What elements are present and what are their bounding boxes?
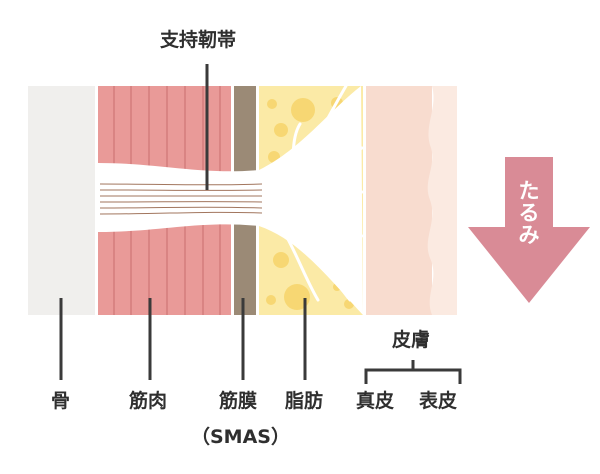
fat-strands — [257, 84, 364, 302]
retaining-ligament — [98, 86, 363, 315]
epidermis-layer — [427, 86, 457, 315]
fat-label: 脂肪 — [285, 390, 324, 412]
slack-text-char: る — [518, 201, 540, 226]
skin-label: 皮膚 — [392, 329, 431, 351]
slack-arrow — [468, 157, 590, 303]
bone-label: 骨 — [51, 390, 71, 412]
bone-layer — [28, 86, 95, 315]
muscle-label: 筋肉 — [129, 390, 168, 412]
ligament-fibers — [99, 183, 263, 215]
slack-text-char: た — [518, 179, 540, 203]
fascia-sub-label: （SMAS） — [191, 426, 290, 448]
leader-lines — [59, 64, 462, 384]
slack-text-char: み — [518, 223, 540, 248]
slack-arrow-text: た る み — [517, 180, 541, 246]
fascia-label: 筋膜 — [219, 390, 258, 412]
dermis-layer — [366, 86, 432, 315]
epidermis-label: 表皮 — [419, 390, 458, 412]
ligament-label: 支持靭帯 — [160, 29, 237, 51]
dermis-label: 真皮 — [356, 390, 395, 412]
